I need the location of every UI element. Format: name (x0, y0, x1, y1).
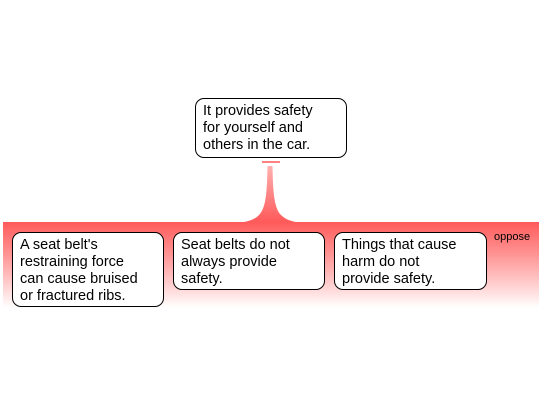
connector-stem (244, 166, 296, 222)
claim-node[interactable]: It provides safety for yourself and othe… (195, 98, 347, 158)
reason-node-rib-injury[interactable]: A seat belt's restraining force can caus… (12, 232, 164, 307)
reason-node-not-always-safe[interactable]: Seat belts do not always provide safety. (173, 232, 325, 290)
reason-node-harm-not-safety[interactable]: Things that cause harm do not provide sa… (334, 232, 487, 290)
oppose-label: oppose (494, 231, 531, 243)
